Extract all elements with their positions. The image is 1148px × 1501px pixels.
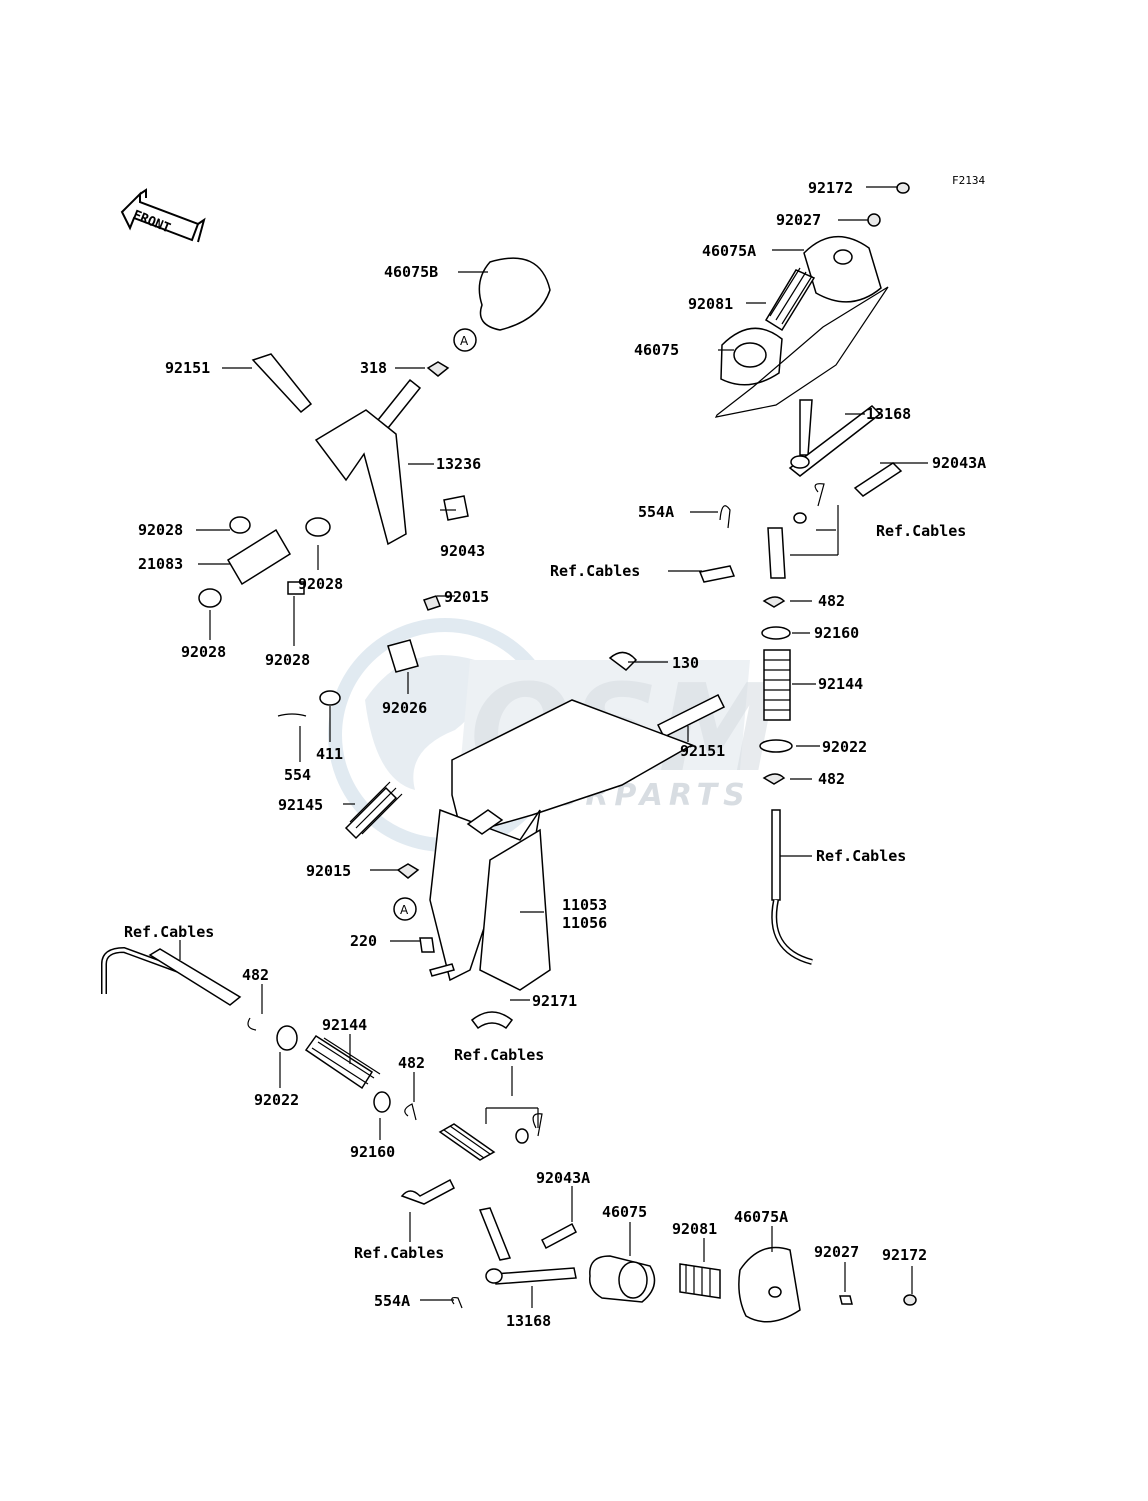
- label-46075-top: 46075: [634, 341, 679, 359]
- label-92160-left: 92160: [350, 1143, 395, 1161]
- label-130: 130: [672, 654, 699, 672]
- label-482-left: 482: [242, 966, 269, 984]
- label-11056: 11056: [562, 914, 607, 932]
- label-92028-a: 92028: [138, 521, 183, 539]
- label-92172-bottom: 92172: [882, 1246, 927, 1264]
- label-92015-mid: 92015: [306, 862, 351, 880]
- shift-lever-assembly: A A: [198, 257, 726, 1030]
- label-92172-top: 92172: [808, 179, 853, 197]
- label-554: 554: [284, 766, 311, 784]
- label-refcables-left: Ref.Cables: [124, 923, 214, 941]
- label-92028-b: 92028: [298, 575, 343, 593]
- ref-marker-top: A: [460, 334, 469, 348]
- label-92022-left: 92022: [254, 1091, 299, 1109]
- label-92043a-top: 92043A: [932, 454, 986, 472]
- label-92026: 92026: [382, 699, 427, 717]
- label-92171: 92171: [532, 992, 577, 1010]
- label-92022-right: 92022: [822, 738, 867, 756]
- label-46075a-top: 46075A: [702, 242, 756, 260]
- label-220: 220: [350, 932, 377, 950]
- label-92144-left: 92144: [322, 1016, 367, 1034]
- bottom-left-assembly: [101, 946, 917, 1323]
- label-92151-top: 92151: [165, 359, 210, 377]
- label-92145: 92145: [278, 796, 323, 814]
- label-refcables-top-right: Ref.Cables: [876, 522, 966, 540]
- ref-marker-mid: A: [400, 903, 409, 917]
- figure-code: F2134: [952, 174, 985, 187]
- label-refcables-top-mid: Ref.Cables: [550, 562, 640, 580]
- label-554a-bottom: 554A: [374, 1292, 410, 1310]
- label-411: 411: [316, 745, 343, 763]
- label-46075-bottom: 46075: [602, 1203, 647, 1221]
- part-labels: 92172 92027 46075A 92081 46075 13168 920…: [124, 179, 986, 1330]
- label-refcables-bottom-mid: Ref.Cables: [454, 1046, 544, 1064]
- label-46075b: 46075B: [384, 263, 438, 281]
- label-554a-top: 554A: [638, 503, 674, 521]
- label-92015-top: 92015: [444, 588, 489, 606]
- label-21083: 21083: [138, 555, 183, 573]
- label-92027-top: 92027: [776, 211, 821, 229]
- label-92028-c: 92028: [181, 643, 226, 661]
- label-13236: 13236: [436, 455, 481, 473]
- label-482-bottom: 482: [398, 1054, 425, 1072]
- front-arrow-icon: FRONT: [120, 188, 206, 243]
- label-318: 318: [360, 359, 387, 377]
- label-refcables-bottom-left: Ref.Cables: [354, 1244, 444, 1262]
- label-92144-right: 92144: [818, 675, 863, 693]
- label-482-right-1: 482: [818, 592, 845, 610]
- leader-lines: [179, 186, 928, 1308]
- label-92043: 92043: [440, 542, 485, 560]
- label-13168-bottom: 13168: [506, 1312, 551, 1330]
- label-13168-top: 13168: [866, 405, 911, 423]
- label-92081-bottom: 92081: [672, 1220, 717, 1238]
- label-11053: 11053: [562, 896, 607, 914]
- label-refcables-right-cable: Ref.Cables: [816, 847, 906, 865]
- top-right-assembly: [698, 182, 910, 965]
- label-92160-right: 92160: [814, 624, 859, 642]
- label-92043a-bottom: 92043A: [536, 1169, 590, 1187]
- label-92028-d: 92028: [265, 651, 310, 669]
- label-92081-top: 92081: [688, 295, 733, 313]
- label-482-right-2: 482: [818, 770, 845, 788]
- label-92027-bottom: 92027: [814, 1243, 859, 1261]
- label-46075a-bottom: 46075A: [734, 1208, 788, 1226]
- label-92151-mid: 92151: [680, 742, 725, 760]
